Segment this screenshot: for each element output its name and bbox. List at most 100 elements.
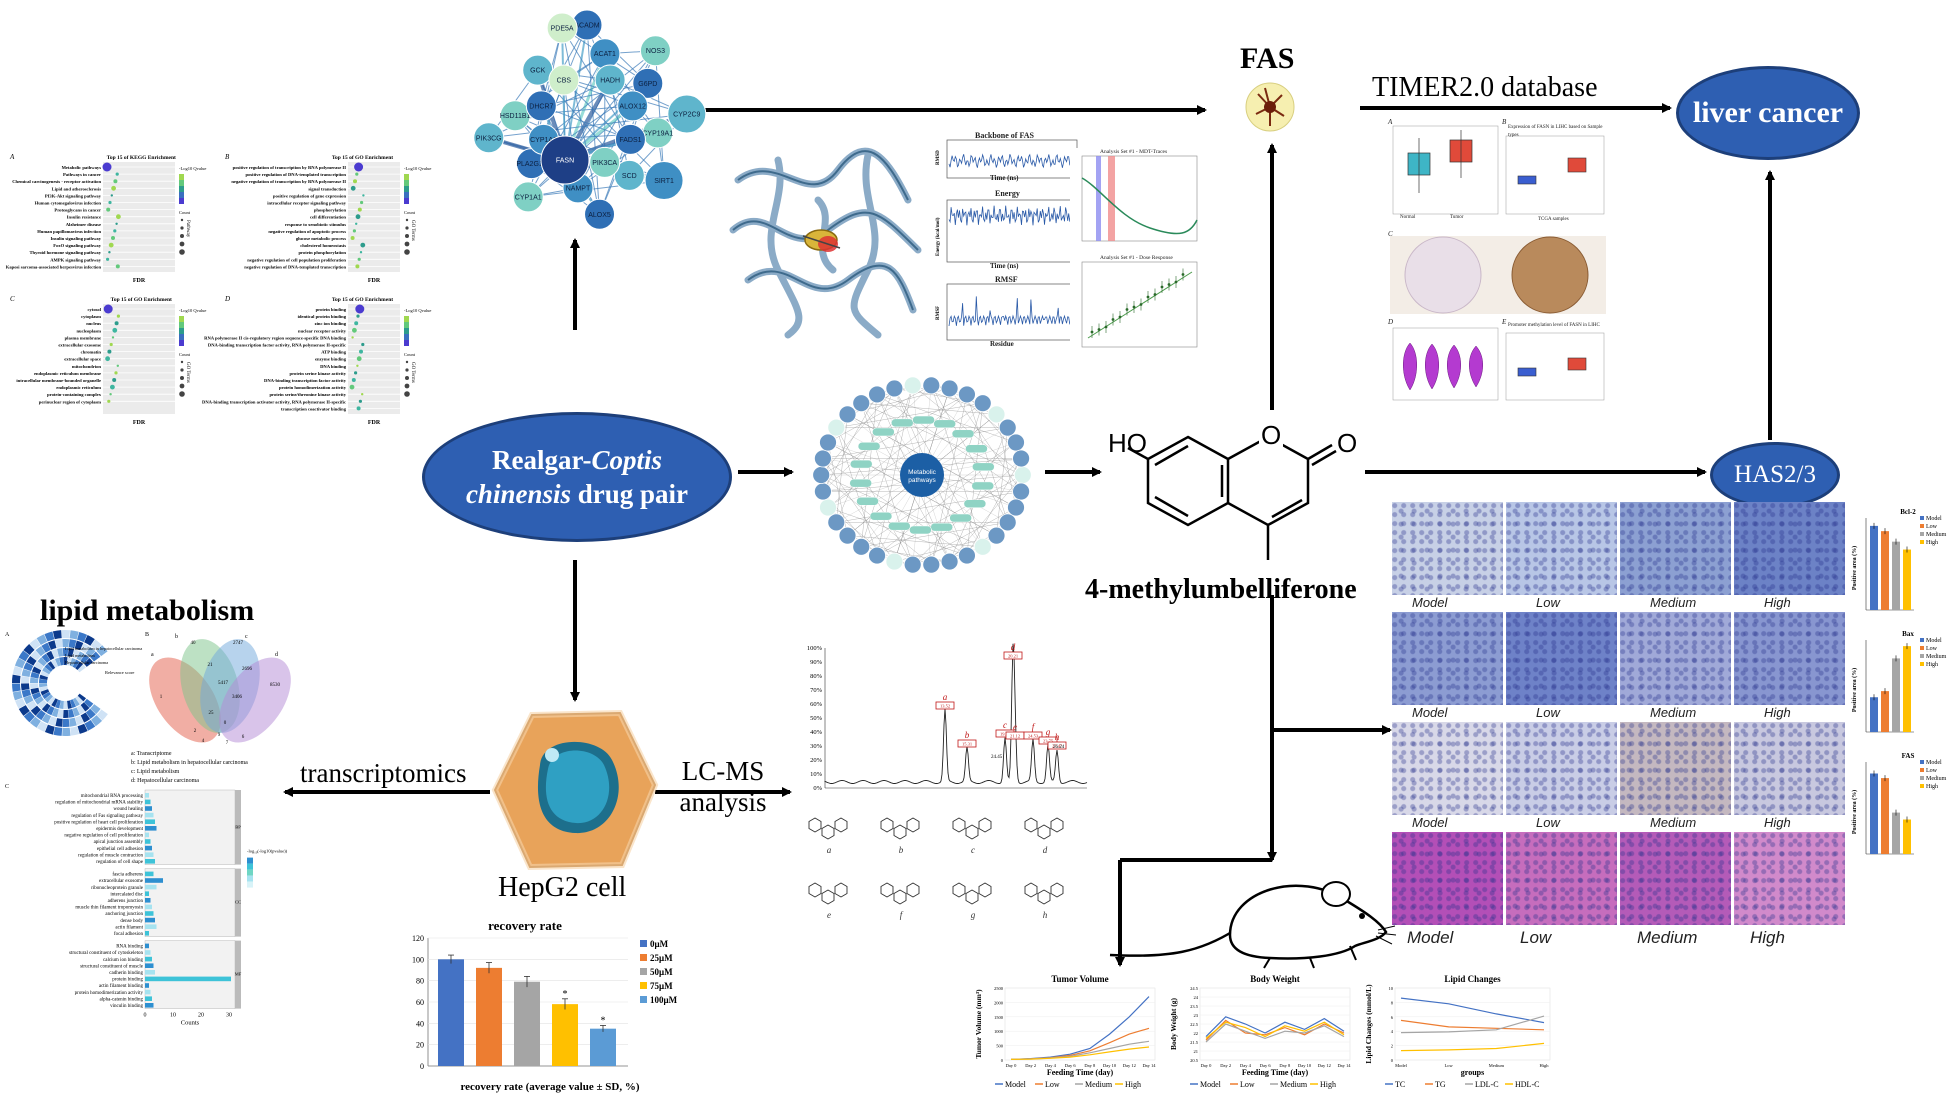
drug-pair-node: Realgar-Coptis chinensis drug pair bbox=[422, 412, 732, 542]
panel-letter: C bbox=[10, 295, 15, 303]
ihc-bar bbox=[1881, 778, 1889, 854]
go-xtick: 10 bbox=[170, 1013, 176, 1019]
recovery-legend-swatch bbox=[640, 940, 647, 947]
ppi-node-label: ACADM bbox=[574, 23, 599, 30]
term-label: phosphorylation bbox=[314, 208, 347, 213]
mouse-ytick: 1500 bbox=[994, 1015, 1004, 1020]
pathway-outer-node bbox=[974, 538, 991, 555]
circ-legend-label: Lipid metabolism in hepatocellular carci… bbox=[65, 646, 142, 651]
term-label: Alzheimer disease bbox=[66, 222, 101, 227]
recovery-ytick: 120 bbox=[412, 934, 424, 943]
compound-name: 4-methylumbelliferone bbox=[1085, 574, 1357, 606]
ihc-group-label: Medium bbox=[1650, 705, 1696, 720]
legend-size-dot bbox=[405, 368, 408, 371]
recovery-ytick: 40 bbox=[416, 1019, 424, 1028]
mouse-ytick: 8 bbox=[1391, 1000, 1394, 1005]
ppi-node-label: HSD11B1 bbox=[500, 113, 531, 120]
go-group-label: BP bbox=[235, 824, 241, 829]
term-label: plasma membrane bbox=[65, 335, 101, 340]
term-label: Human cytomegalovirus infection bbox=[35, 201, 102, 206]
go-bar bbox=[145, 957, 152, 962]
md-rmsd-label: RMSD bbox=[936, 150, 941, 165]
mouse-xtick: Day 2 bbox=[1220, 1063, 1231, 1068]
mouse-icon bbox=[1110, 860, 1395, 970]
enrichment-dot bbox=[117, 365, 119, 367]
go-legend-swatch bbox=[247, 876, 253, 882]
mouse-xtick: Day 12 bbox=[1123, 1063, 1136, 1068]
go-bar bbox=[145, 918, 155, 923]
circ-legend-label: Hepatocellular carcinoma bbox=[65, 660, 108, 665]
relevance-label: Relevance score bbox=[105, 670, 134, 675]
timer-a-label-normal: Normal bbox=[1400, 214, 1415, 222]
term-label: positive regulation of transcription by … bbox=[233, 165, 347, 170]
mouse-xtick: Low bbox=[1445, 1063, 1454, 1068]
go-bar bbox=[145, 826, 157, 831]
mouse-ytick: 22 bbox=[1194, 1031, 1199, 1036]
mouse-ytick: 2 bbox=[1391, 1044, 1393, 1049]
go-xtick: 20 bbox=[198, 1013, 204, 1019]
side-label: Pathway bbox=[185, 220, 190, 238]
ihc-bar-title: FAS bbox=[1902, 752, 1915, 760]
recovery-legend-swatch bbox=[640, 996, 647, 1003]
panel-letter-b: B bbox=[145, 632, 149, 638]
panel-letter: D bbox=[224, 295, 230, 303]
box-e-tumor bbox=[1568, 358, 1586, 370]
recovery-legend-label: 75μM bbox=[650, 981, 673, 991]
panel-letter-c: C bbox=[5, 784, 9, 790]
enrichment-dot bbox=[103, 163, 112, 172]
legend-size-dot bbox=[405, 384, 410, 389]
ihc-legend-swatch bbox=[1920, 760, 1924, 764]
term-label: protein binding bbox=[316, 307, 347, 312]
term-label: intracellular receptor signaling pathway bbox=[267, 201, 346, 206]
enrichment-dot bbox=[352, 328, 357, 333]
side-label: GO Terms bbox=[410, 362, 415, 383]
enrichment-dot bbox=[112, 328, 117, 333]
recovery-ytick: 60 bbox=[416, 998, 424, 1007]
legend-size-dot bbox=[179, 391, 185, 397]
enrichment-dot bbox=[360, 201, 363, 204]
pathway-outer-node bbox=[820, 434, 837, 451]
venn-legend-label: c: Lipid metabolism bbox=[131, 769, 180, 775]
panel-title: Top 15 of KEGG Enrichment bbox=[107, 155, 176, 161]
enrichment-dot bbox=[353, 229, 356, 232]
lcms-trace bbox=[825, 644, 1087, 784]
venn-set-letter: b bbox=[175, 634, 178, 640]
lcms-label-line2: analysis bbox=[664, 787, 782, 818]
mouse-xlabel: groups bbox=[1461, 1068, 1484, 1077]
legend-swatch bbox=[404, 186, 409, 192]
box-e-normal bbox=[1518, 368, 1536, 376]
venn-count: 7 bbox=[226, 741, 229, 746]
go-bar bbox=[145, 793, 149, 798]
x-axis-label: FDR bbox=[133, 420, 146, 426]
term-label: extracellular exosome bbox=[58, 343, 101, 348]
recovery-title: recovery rate bbox=[488, 918, 562, 933]
he-group-label: High bbox=[1750, 928, 1785, 948]
ppi-edge bbox=[655, 51, 664, 181]
pathway-outer-node bbox=[999, 514, 1016, 531]
lcms-structure-label: d bbox=[1043, 845, 1048, 855]
term-label: DNA binding bbox=[320, 364, 347, 369]
go-term-label: regulation of muscle contraction bbox=[78, 853, 143, 858]
circ-heatmap-cell bbox=[30, 678, 38, 683]
enrichment-dot bbox=[359, 350, 363, 354]
legend-size-dot bbox=[181, 219, 183, 221]
legend-size-dot bbox=[405, 226, 408, 229]
timer-a-label-tumor: Tumor bbox=[1450, 214, 1463, 222]
mouse-xtick: Day 2 bbox=[1025, 1063, 1036, 1068]
legend-title: -Log10 Qvalue bbox=[404, 166, 431, 171]
lcms-extra-label: 24.45 bbox=[991, 755, 1003, 760]
pathway-gene-node bbox=[972, 463, 994, 471]
term-label: protein serine kinase activity bbox=[290, 371, 347, 376]
recovery-legend-swatch bbox=[640, 968, 647, 975]
pathway-gene-node bbox=[965, 445, 987, 453]
ppi-node-label: SIRT1 bbox=[654, 178, 674, 185]
mouse-ytick: 22.5 bbox=[1190, 1022, 1199, 1027]
trace-band-blue bbox=[1096, 156, 1101, 241]
lcms-peak-letter: d bbox=[1011, 642, 1016, 652]
circ-heatmap-cell bbox=[21, 683, 30, 690]
ring bbox=[894, 825, 906, 839]
go-term-label: focal adhesion bbox=[114, 932, 144, 937]
ihc-stain-image bbox=[1506, 502, 1617, 595]
enrichment-dot bbox=[353, 179, 357, 183]
timer-b-xlabel: TCGA samples bbox=[1538, 216, 1569, 224]
